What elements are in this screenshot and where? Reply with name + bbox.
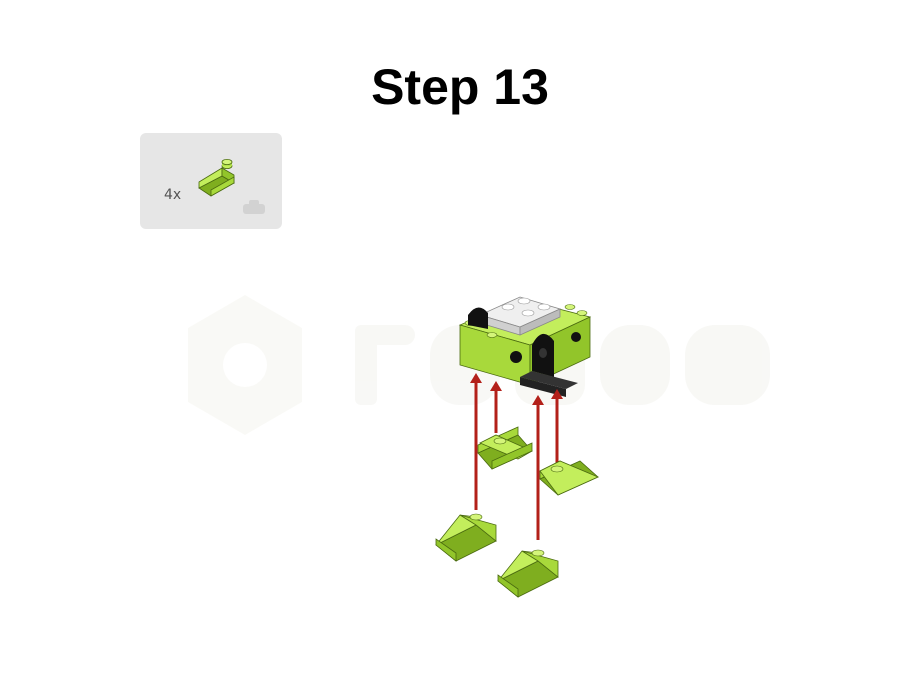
body-assembly-icon bbox=[458, 296, 592, 386]
lime-slope-brick-icon bbox=[198, 159, 235, 197]
black-technic-beam-icon bbox=[520, 333, 578, 397]
parts-list-panel: 4x bbox=[140, 133, 282, 229]
hexagon-logo-icon bbox=[188, 295, 302, 435]
lime-slope-brick-1-icon bbox=[477, 426, 533, 470]
assembly-arrows-icon bbox=[470, 373, 563, 540]
lime-slope-brick-2-icon bbox=[539, 460, 600, 496]
part-badge-icon bbox=[243, 200, 265, 214]
assembly-diagram bbox=[435, 296, 600, 598]
part-quantity: 4x bbox=[164, 187, 182, 203]
lime-slope-brick-4-icon bbox=[497, 549, 559, 598]
step-title: Step 13 bbox=[371, 59, 549, 115]
lime-slope-brick-3-icon bbox=[435, 513, 497, 562]
